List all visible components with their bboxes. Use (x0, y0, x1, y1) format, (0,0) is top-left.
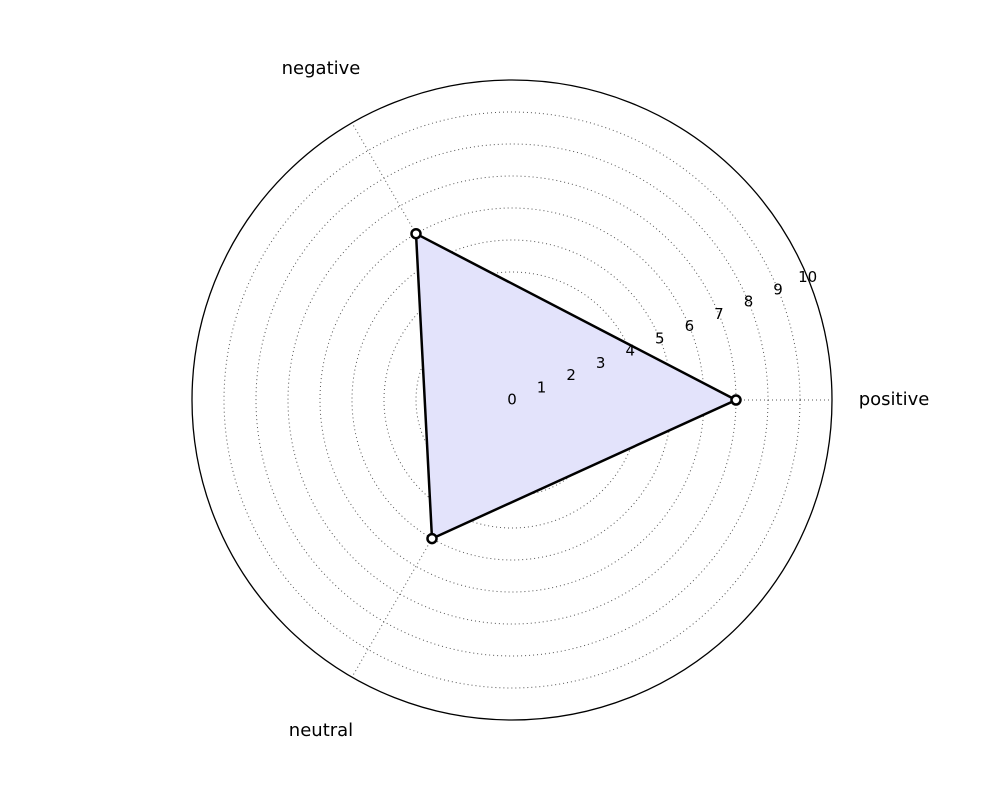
data-point-neutral (426, 532, 438, 545)
r-tick-label-4: 4 (625, 342, 635, 360)
r-tick-label-0: 0 (507, 391, 517, 409)
r-tick-label-10: 10 (798, 268, 817, 286)
series-fill (416, 233, 736, 539)
category-label-neutral: neutral (289, 720, 353, 741)
data-markers (410, 227, 742, 545)
series-line (414, 231, 739, 541)
category-label-negative: negative (282, 58, 361, 79)
r-tick-label-3: 3 (596, 354, 606, 372)
r-tick-label-8: 8 (744, 293, 754, 311)
outer-frame (191, 79, 833, 721)
r-tick-label-6: 6 (685, 317, 695, 335)
category-label-positive: positive (859, 389, 930, 410)
r-tick-label-9: 9 (773, 280, 783, 298)
r-tick-label-1: 1 (537, 378, 547, 396)
radial-tick-labels: 0 1 2 3 4 5 6 7 8 9 10 (507, 268, 817, 408)
r-tick-label-5: 5 (655, 329, 665, 347)
data-point-positive (730, 394, 742, 406)
data-point-negative (410, 227, 422, 240)
r-tick-label-2: 2 (566, 366, 576, 384)
data-series (414, 231, 739, 541)
r-tick-label-7: 7 (714, 305, 724, 323)
category-labels: positive negative neutral (282, 58, 930, 741)
